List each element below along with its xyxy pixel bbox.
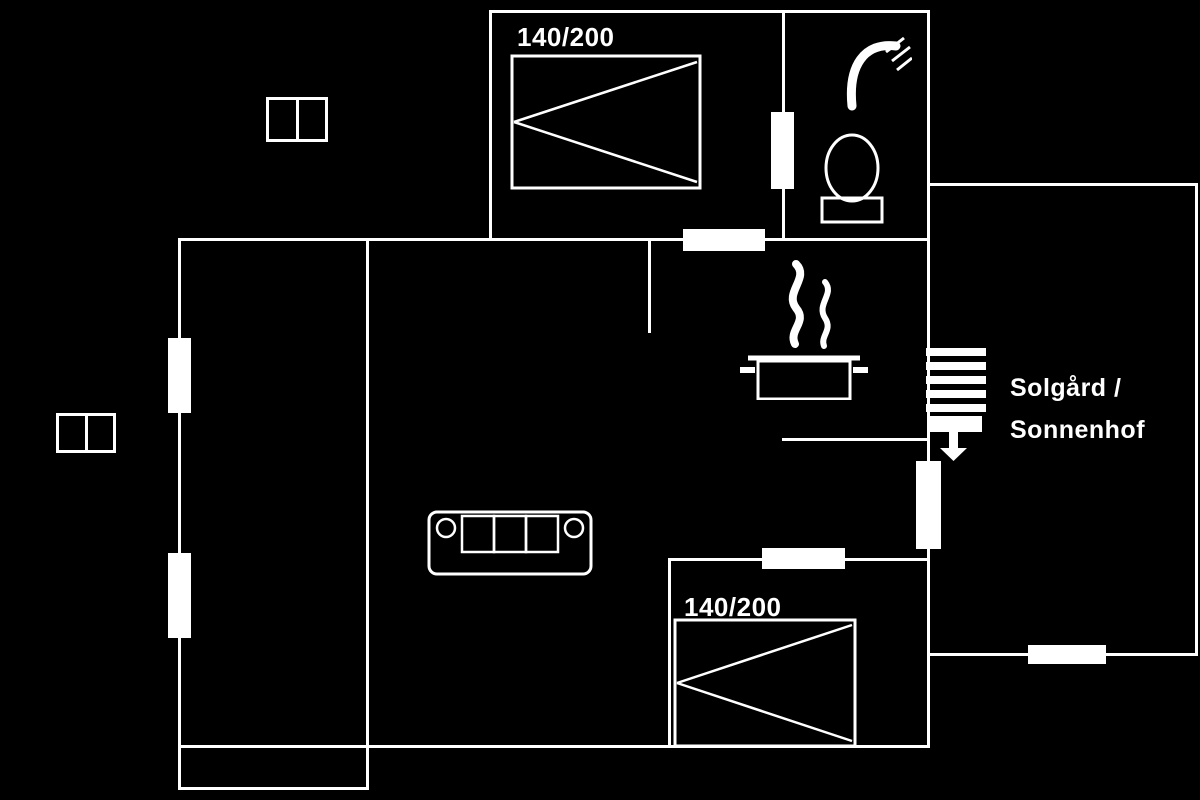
- window-divider: [84, 416, 88, 450]
- wall-porch-bottom: [178, 787, 369, 790]
- double-window-left-icon: [56, 413, 116, 453]
- door-hallway: [683, 229, 765, 251]
- wall-left: [178, 238, 181, 790]
- wall-top: [489, 10, 930, 13]
- window-bathroom: [771, 112, 794, 189]
- wall-annex-right: [1195, 183, 1198, 656]
- annex-name-line1: Solgård /: [1010, 374, 1122, 402]
- window-annex: [1028, 645, 1106, 664]
- wall-porch-right: [366, 745, 369, 790]
- wall-annex-top: [930, 183, 1198, 186]
- wall-kitchen-counter: [782, 438, 930, 441]
- window-left-a: [168, 338, 191, 413]
- annex-name-line2: Sonnenhof: [1010, 416, 1146, 444]
- cooking-pot-steam-icon: [740, 258, 868, 400]
- bed-bottom-size-label: 140/200: [684, 592, 782, 622]
- door-bedroom2: [762, 548, 845, 569]
- window-divider: [295, 100, 299, 139]
- down-arrow-icon: [940, 432, 967, 461]
- wall-upper-left: [489, 10, 492, 241]
- wall-interior-vertical: [366, 238, 369, 748]
- double-bed-top-icon: [510, 54, 702, 190]
- bed-top-size-label: 140/200: [517, 22, 615, 52]
- window-right: [916, 461, 941, 549]
- double-window-top-icon: [266, 97, 328, 142]
- wall-bottom: [178, 745, 930, 748]
- stairs-icon: [926, 348, 988, 462]
- wall-bedroom2-left: [668, 558, 671, 748]
- toilet-icon: [816, 132, 888, 226]
- wall-middle-horizontal: [178, 238, 930, 241]
- double-bed-bottom-icon: [673, 618, 857, 748]
- sofa-icon: [415, 508, 605, 580]
- wall-kitchen-stub: [648, 238, 651, 333]
- window-left-b: [168, 553, 191, 638]
- shower-icon: [828, 36, 912, 124]
